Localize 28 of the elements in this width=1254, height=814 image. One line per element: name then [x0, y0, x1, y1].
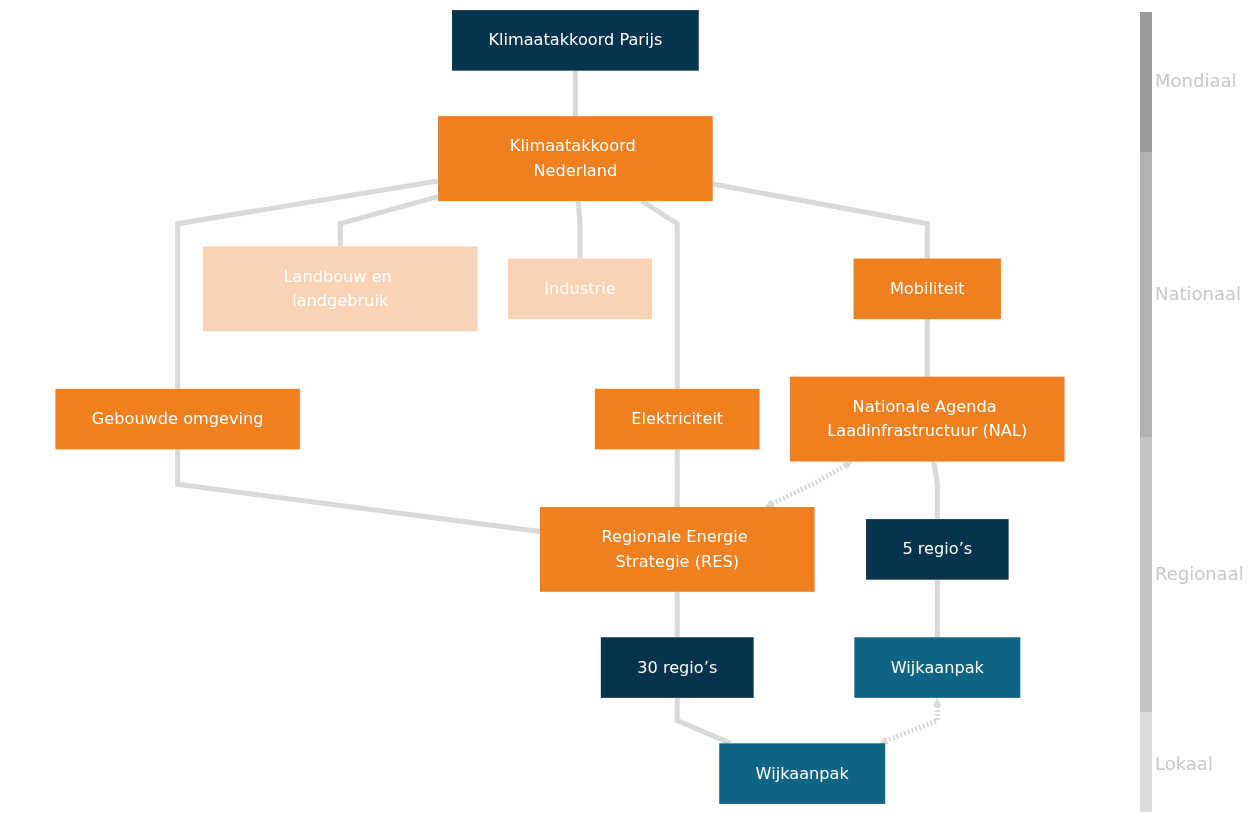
node-box: Wijkaanpak — [854, 637, 1021, 698]
node-box: 30 regio’s — [600, 637, 754, 698]
connector — [924, 319, 930, 377]
connector — [175, 178, 439, 389]
node-box: Industrie — [507, 258, 652, 320]
node-box: Gebouwde omgeving — [55, 388, 300, 450]
node-box: 5 regio’s — [866, 519, 1009, 580]
node-box: Klimaatakkoord Parijs — [452, 10, 699, 71]
arrow — [879, 697, 942, 745]
connector — [712, 181, 930, 259]
connector — [175, 449, 541, 534]
node-box: Wijkaanpak — [719, 743, 886, 804]
connector — [575, 200, 583, 259]
connector — [934, 579, 940, 638]
node-box: Nationale Agenda Laadinfrastructuur (NAL) — [789, 376, 1065, 462]
node-box: Regionale Energie Strategie (RES) — [539, 507, 815, 592]
connector — [572, 70, 578, 117]
arrow — [764, 461, 853, 508]
connector — [674, 697, 732, 746]
node-box: Elektriciteit — [594, 388, 760, 450]
node-box: Landbouw en landgebruik — [202, 246, 478, 332]
connector — [640, 198, 680, 389]
connector — [931, 461, 940, 520]
node-box: Klimaatakkoord Nederland — [438, 116, 713, 201]
node-box: Mobiliteit — [853, 258, 1001, 320]
connector — [674, 591, 680, 638]
connector — [337, 194, 439, 247]
connector — [674, 449, 680, 507]
